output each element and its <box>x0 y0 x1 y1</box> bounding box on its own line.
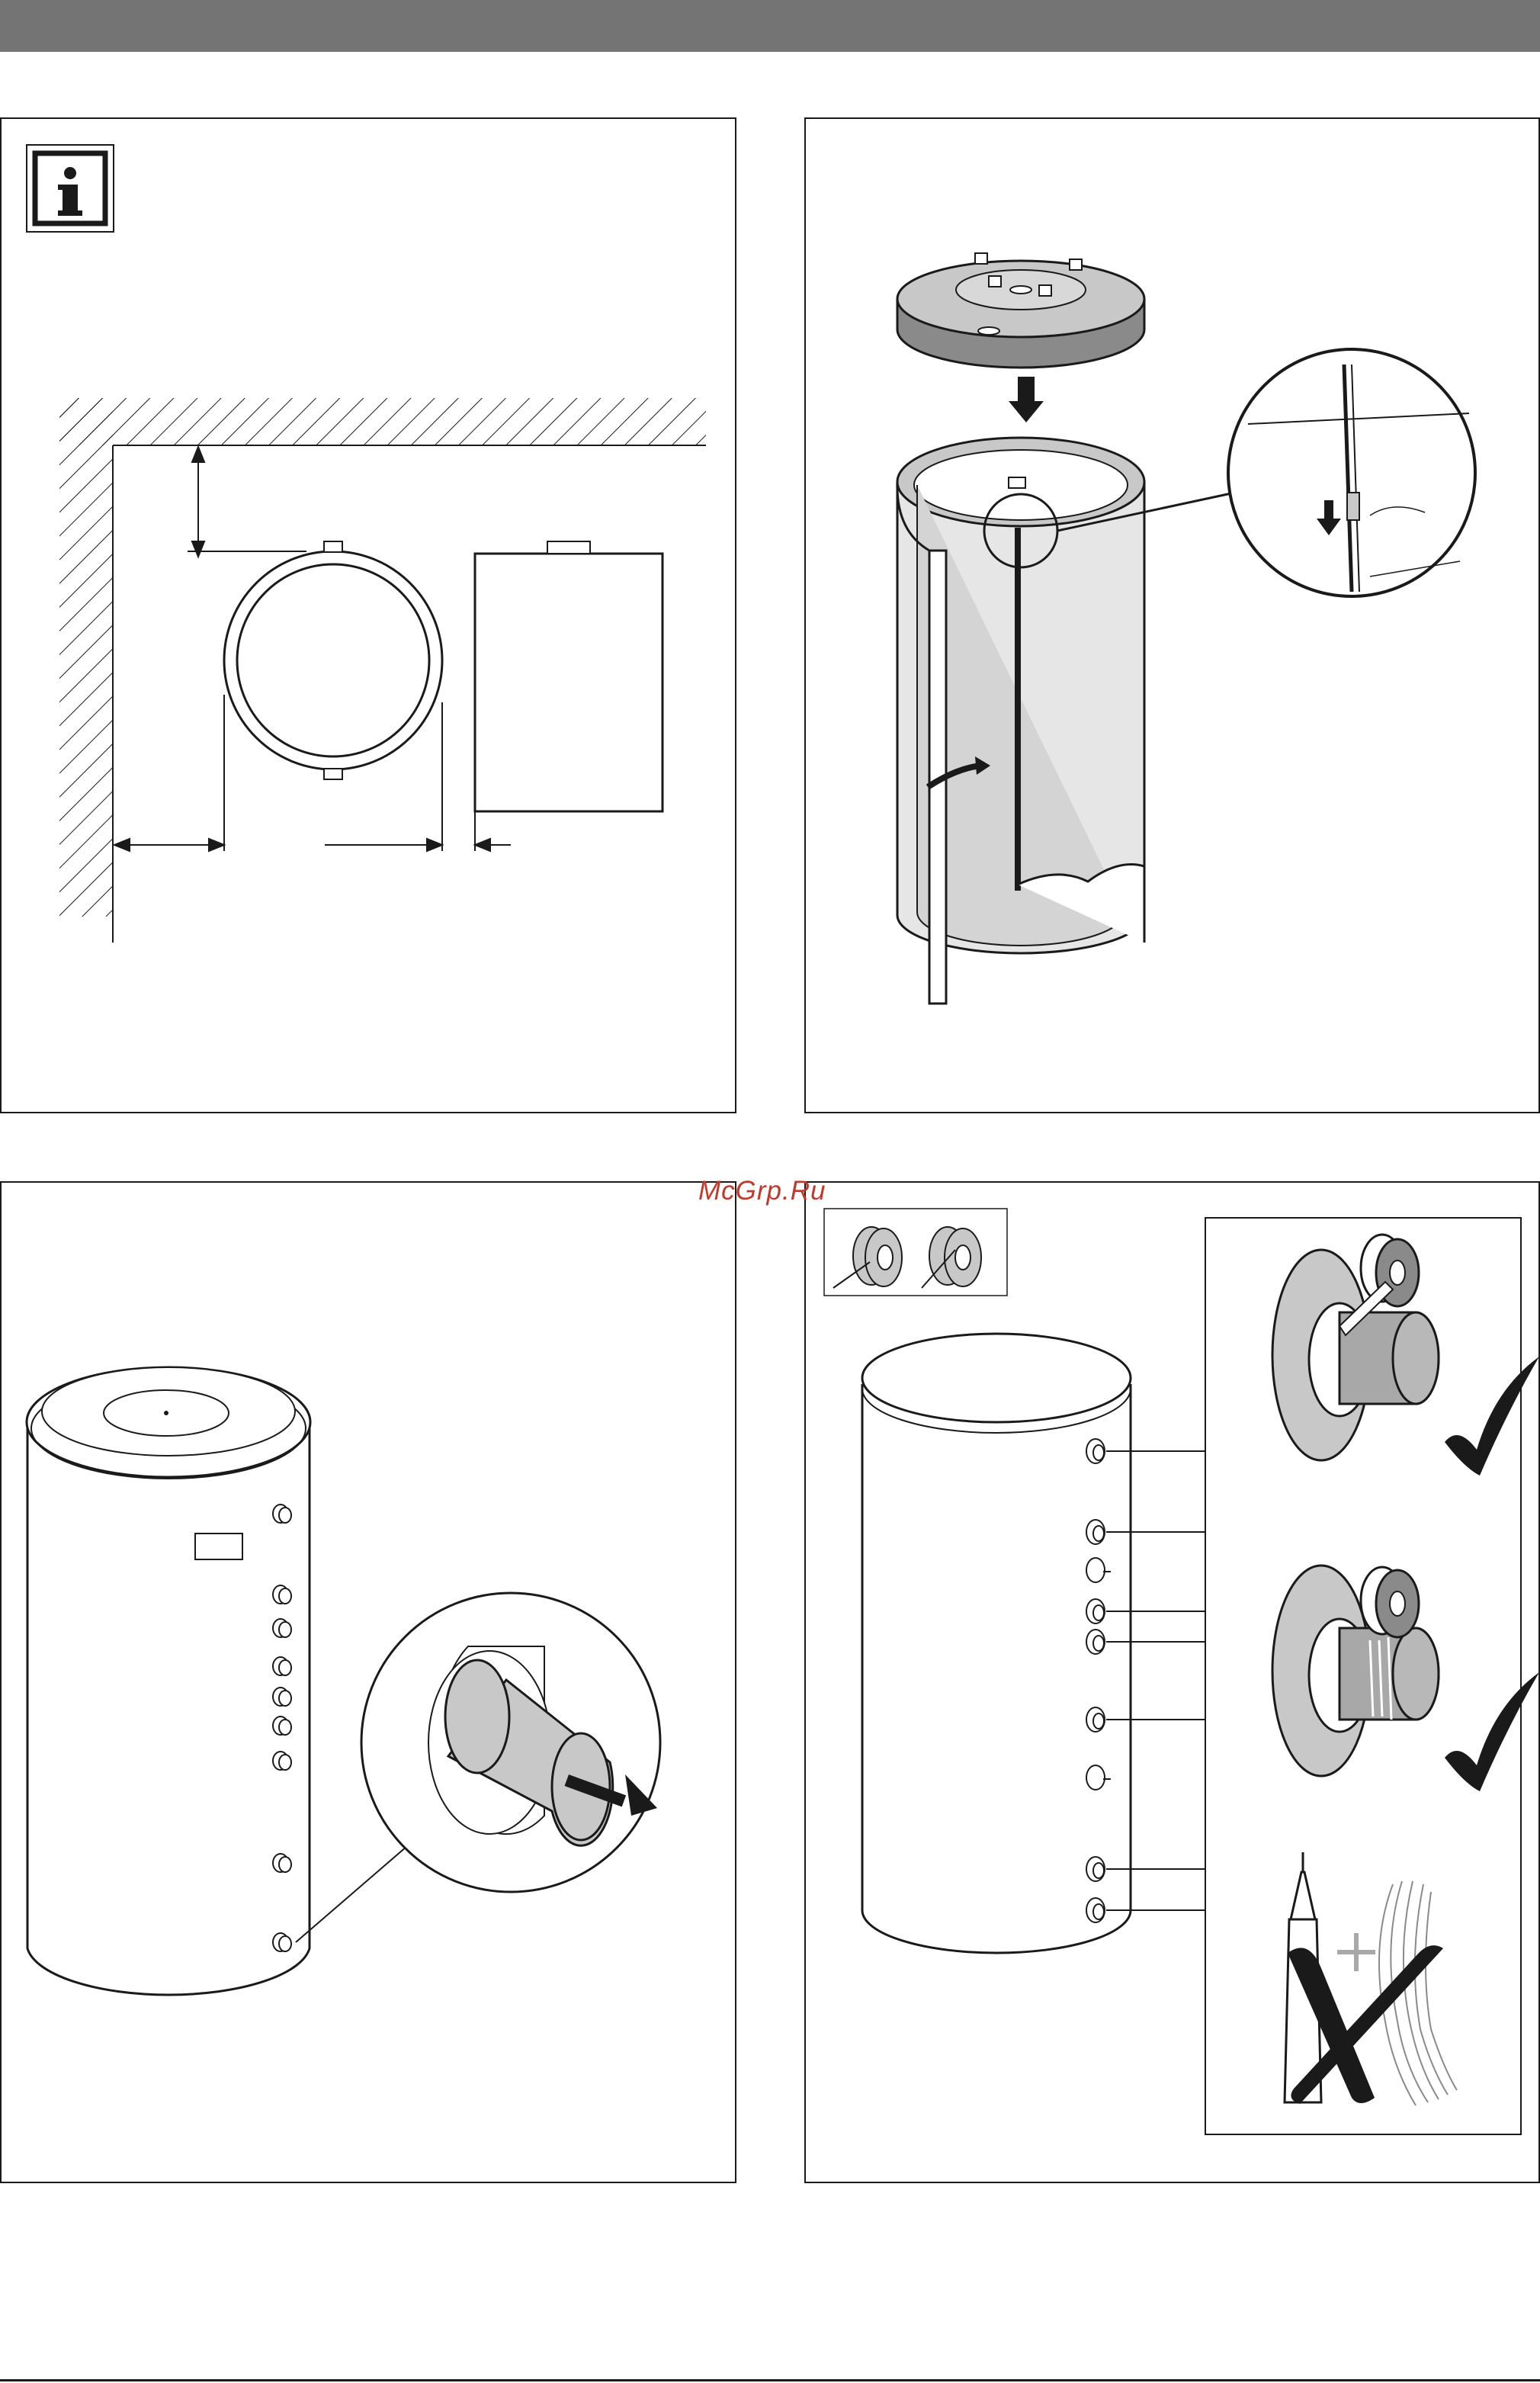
insulation-lid <box>897 253 1144 368</box>
cap-removal-callout <box>296 1593 660 1942</box>
teflon-tape-correct-detail <box>1272 1235 1538 1476</box>
figure-clearance-diagram <box>0 117 736 1113</box>
cap-removal-diagram <box>2 1183 735 2182</box>
header-bar <box>0 0 1540 52</box>
footer-rule <box>0 2379 1540 2381</box>
jacket-assembly-diagram <box>806 119 1538 1112</box>
figure-remove-protective-caps <box>0 1181 736 2183</box>
seal-connections-diagram <box>806 1183 1538 2182</box>
figure-seal-connections <box>804 1181 1540 2183</box>
storage-tank <box>27 1367 310 1995</box>
figure-insulation-jacket-assembly <box>804 117 1540 1113</box>
sealing-tape-legend-icon <box>824 1209 1007 1296</box>
boiler-unit <box>475 541 663 811</box>
clearance-diagram <box>2 119 735 1112</box>
sealant-forbidden-detail <box>1285 1852 1457 2105</box>
info-icon <box>27 145 114 232</box>
tank-with-jacket <box>897 438 1144 1004</box>
check-icon <box>1445 1672 1538 1791</box>
hemp-correct-detail <box>1272 1566 1538 1791</box>
check-icon <box>1445 1357 1538 1476</box>
down-arrow-icon <box>1009 377 1044 422</box>
watermark-text: McGrp.Ru <box>698 1176 826 1206</box>
